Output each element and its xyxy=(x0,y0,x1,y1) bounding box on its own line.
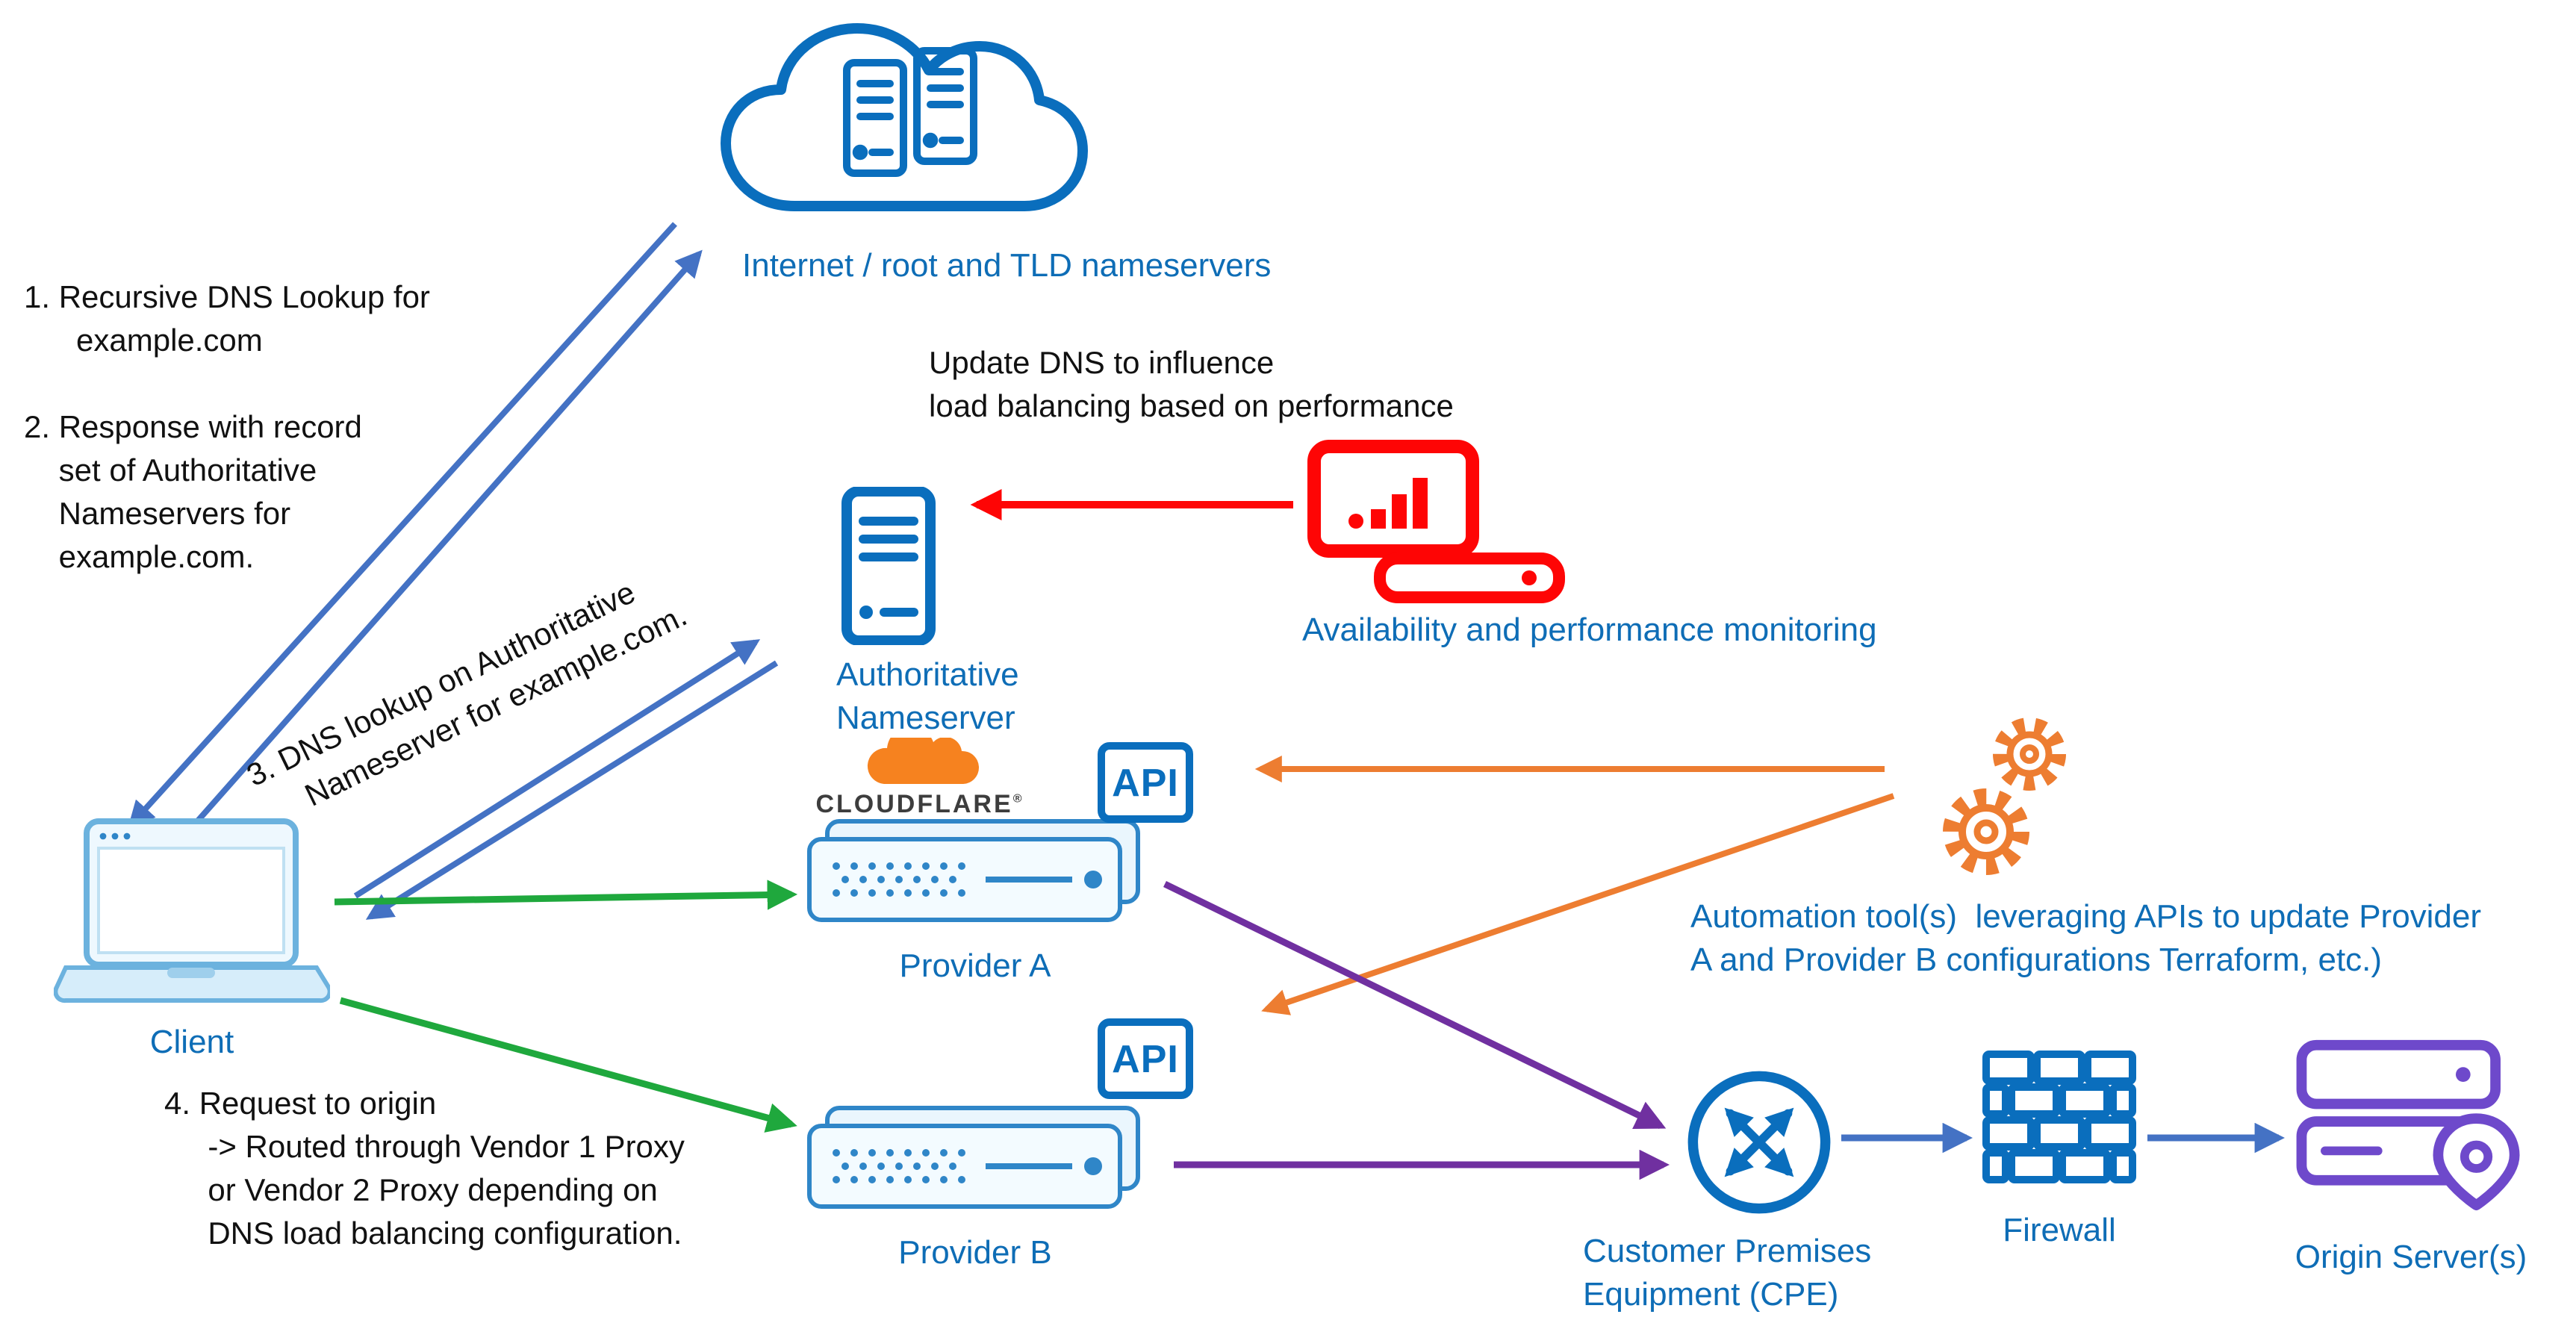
provider-b-api-badge: API xyxy=(1098,1018,1193,1099)
provider-b-appliance-icon xyxy=(807,1106,1140,1209)
arrow-client-to-provider-b xyxy=(339,997,797,1133)
provider-a-appliance-icon xyxy=(807,819,1140,922)
annotation-step-4: 4. Request to origin -> Routed through V… xyxy=(164,1087,685,1251)
origin-servers-icon xyxy=(2296,1039,2520,1211)
client-laptop-icon xyxy=(54,818,330,1003)
authoritative-nameserver-icon xyxy=(841,487,936,645)
cloudflare-logo: CLOUDFLARE® xyxy=(806,738,1033,820)
origin-servers-label: Origin Server(s) xyxy=(2295,1238,2527,1275)
authoritative-nameserver-label: Authoritative Nameserver xyxy=(836,656,1019,736)
monitoring-label: Availability and performance monitoring xyxy=(1302,611,1877,648)
arrow-client-to-authns xyxy=(353,639,761,899)
automation-label: Automation tool(s) leveraging APIs to up… xyxy=(1690,897,2482,978)
cloudflare-cloud-icon xyxy=(867,738,979,784)
arrow-client-to-provider-a xyxy=(334,880,798,910)
arrow-internet-to-client xyxy=(128,222,677,829)
arrow-authns-to-client xyxy=(365,660,779,920)
annotation-steps-1-2: 1. Recursive DNS Lookup for example.com … xyxy=(24,281,430,575)
cpe-label: Customer Premises Equipment (CPE) xyxy=(1583,1232,1872,1313)
registered-mark: ® xyxy=(1012,791,1024,806)
arrow-automation-to-api-b xyxy=(1261,793,1895,1015)
api-label: API xyxy=(1112,1036,1179,1080)
monitoring-icon xyxy=(1307,440,1565,603)
internet-label: Internet / root and TLD nameservers xyxy=(742,246,1272,284)
provider-b-label: Provider B xyxy=(898,1233,1052,1271)
automation-gears-icon xyxy=(1943,718,2066,875)
client-label: Client xyxy=(149,1023,234,1060)
internet-cloud-icon xyxy=(721,23,1088,211)
firewall-label: Firewall xyxy=(2003,1211,2116,1248)
firewall-icon xyxy=(1982,1051,2136,1183)
arrow-client-to-internet xyxy=(174,249,703,847)
annotation-update-dns: Update DNS to influence load balancing b… xyxy=(929,346,1454,424)
cpe-icon xyxy=(1687,1071,1831,1214)
provider-a-label: Provider A xyxy=(899,947,1051,984)
cloudflare-wordmark: CLOUDFLARE® xyxy=(815,790,1024,818)
provider-a-api-badge: API xyxy=(1098,742,1193,823)
api-label: API xyxy=(1112,759,1179,804)
arrow-provider-a-to-cpe xyxy=(1163,880,1667,1130)
